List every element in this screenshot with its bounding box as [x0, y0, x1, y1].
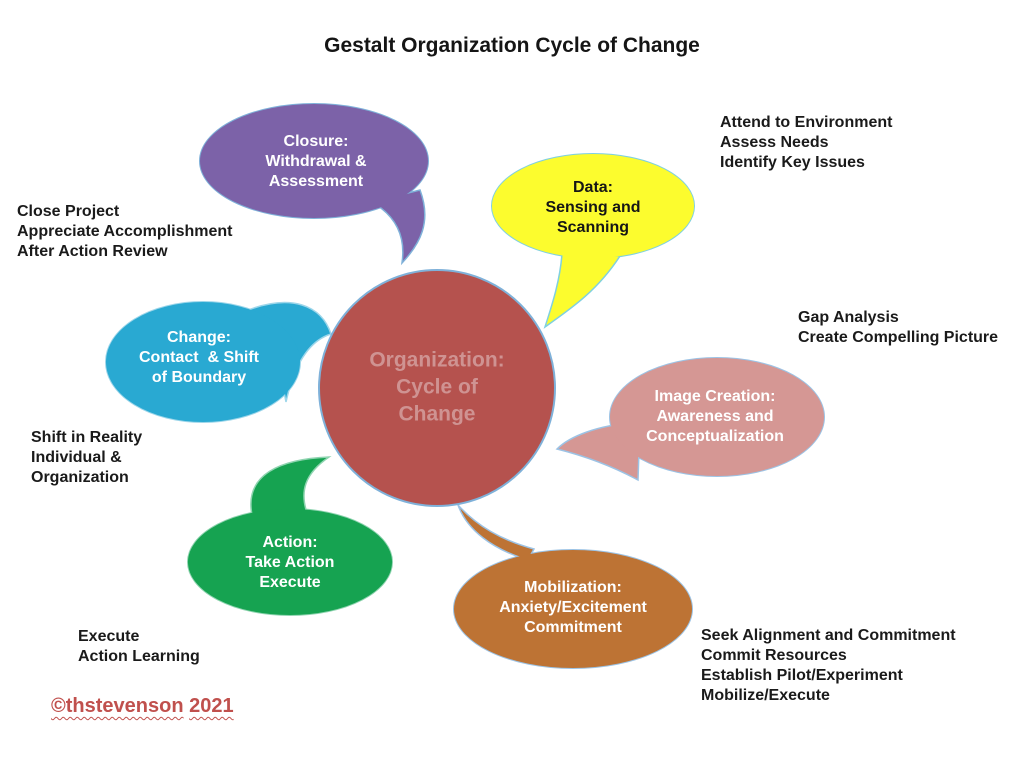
closure-bubble-tail: [370, 189, 426, 266]
annotation-seek-alignment: Seek Alignment and Commitment Commit Res…: [701, 627, 956, 704]
data-bubble-shape: [491, 153, 695, 329]
annotation-attend-environment: Attend to Environment Assess Needs Ident…: [720, 114, 893, 171]
annotation-execute: Execute Action Learning: [78, 628, 200, 665]
data-bubble-label: Data: Sensing and Scanning: [545, 179, 641, 236]
annotation-shift-in-reality: Shift in Reality Individual & Organizati…: [31, 429, 143, 486]
closure-bubble-label: Closure: Withdrawal & Assessment: [265, 133, 367, 190]
image-creation-bubble-label: Image Creation: Awareness and Conceptual…: [646, 388, 784, 445]
copyright-year: 2021: [189, 695, 234, 717]
organization-center-label: Organization: Cycle of Change: [369, 348, 505, 426]
data-bubble-tail: [543, 253, 622, 329]
change-bubble-shape: [105, 301, 332, 423]
change-bubble-label: Change: Contact & Shift of Boundary: [139, 329, 259, 386]
mobilization-bubble-label: Mobilization: Anxiety/Excitement Commitm…: [499, 579, 647, 636]
page-title: Gestalt Organization Cycle of Change: [324, 34, 700, 57]
annotation-gap-analysis: Gap Analysis Create Compelling Picture: [798, 309, 999, 346]
mobilization-bubble-shape: [453, 504, 693, 669]
mobilization-bubble-tail: [457, 504, 536, 561]
copyright-author: ©thstevenson: [51, 695, 184, 717]
organization-center-circle: [318, 269, 556, 507]
action-bubble-label: Action: Take Action Execute: [245, 534, 335, 591]
action-bubble-shape: [187, 456, 393, 616]
copyright-notice: ©thstevenson 2021: [51, 695, 234, 718]
closure-bubble-shape: [199, 103, 429, 266]
annotation-close-project: Close Project Appreciate Accomplishment …: [17, 203, 233, 260]
action-bubble-tail: [250, 456, 332, 516]
image-creation-bubble-shape: [555, 357, 825, 482]
